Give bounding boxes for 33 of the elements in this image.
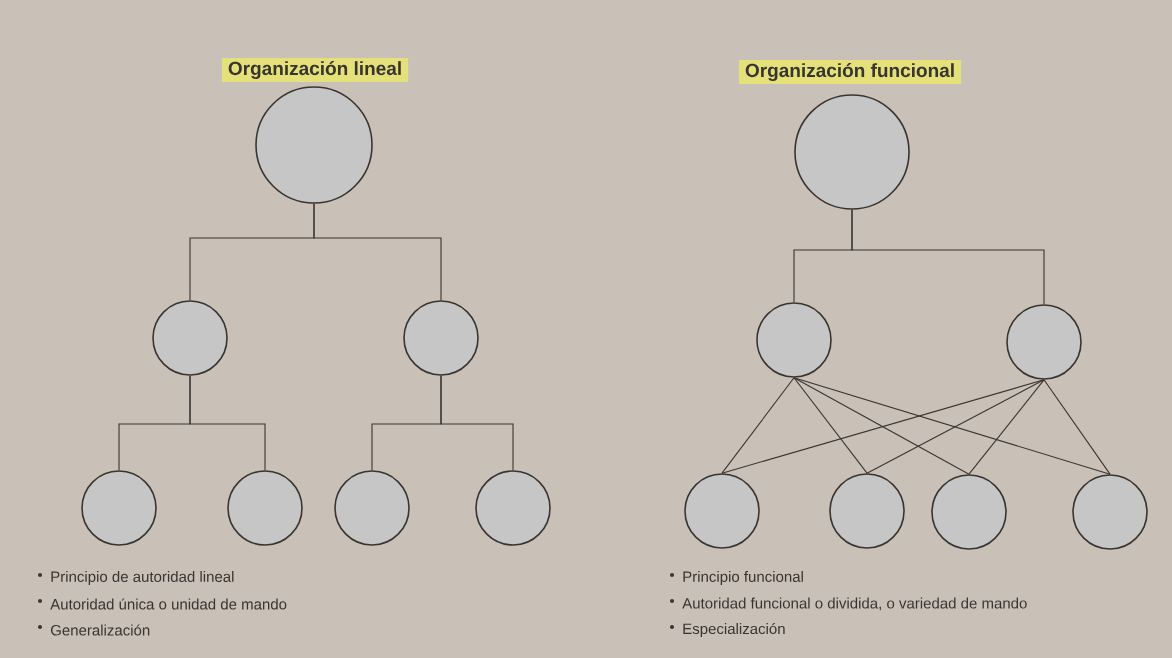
bullet-text: Principio de autoridad lineal	[51, 571, 234, 585]
bullet-text: Principio funcional	[683, 571, 803, 585]
heading: Organización lineal	[221, 58, 409, 82]
circle	[475, 470, 551, 546]
circle	[756, 302, 832, 378]
circle	[403, 300, 479, 376]
connector-line	[721, 377, 795, 474]
circle	[334, 470, 410, 546]
circle	[152, 300, 228, 376]
bullet-text: Generalización	[50, 624, 150, 636]
circle	[794, 94, 910, 210]
heading: Organización funcional	[738, 60, 962, 84]
connector-line	[851, 209, 1045, 305]
circle	[1006, 304, 1082, 380]
connector-line	[793, 377, 868, 474]
circle	[81, 470, 157, 546]
circle	[255, 86, 373, 204]
connector-line	[968, 379, 1045, 475]
connector-line	[440, 375, 514, 471]
connector-line	[793, 377, 970, 475]
circle	[931, 474, 1007, 550]
connector-line	[313, 203, 442, 301]
bullet-text: Especialización	[683, 622, 785, 638]
circle	[1072, 474, 1148, 550]
connector-line	[1043, 379, 1111, 475]
circle	[829, 473, 905, 549]
connector-line	[866, 379, 1045, 474]
circle	[227, 470, 303, 546]
connector-line	[189, 375, 266, 471]
bullet-text: Autoridad funcional o dividida, o variedad de mando	[682, 597, 1027, 611]
circle	[684, 473, 760, 549]
bullet-text: Autoridad única o unidad de mando	[50, 598, 287, 610]
connector-line	[793, 377, 1111, 475]
